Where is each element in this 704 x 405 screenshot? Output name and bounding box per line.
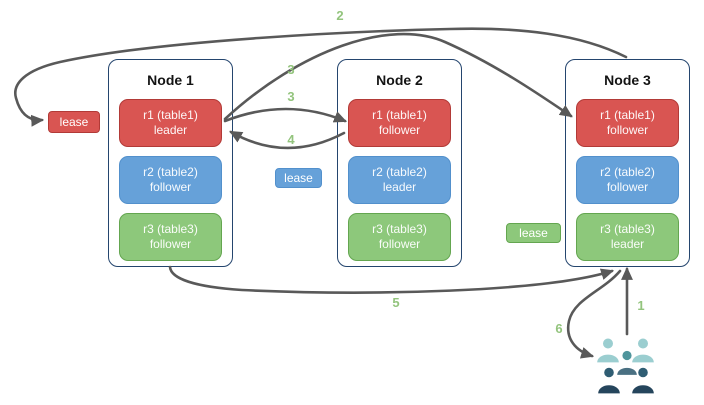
- node2-replica-r3-follower: r3 (table3) follower: [348, 213, 451, 261]
- node2-replica-r1-follower: r1 (table1) follower: [348, 99, 451, 147]
- replica-label: r1 (table1): [600, 108, 655, 122]
- user-body: [630, 353, 656, 364]
- node1-replica-r2-follower: r2 (table2) follower: [119, 156, 222, 204]
- lease-badge-r1: lease: [48, 111, 100, 133]
- node3-replica-r2-follower: r2 (table2) follower: [576, 156, 679, 204]
- node-1-card: Node 1 r1 (table1) leader r2 (table2) fo…: [108, 59, 233, 267]
- step-label-1: 1: [637, 298, 645, 313]
- replica-role: leader: [610, 237, 645, 251]
- node1-replica-r3-follower: r3 (table3) follower: [119, 213, 222, 261]
- user-body: [615, 366, 639, 377]
- user-head: [636, 337, 650, 350]
- step-label-5: 5: [392, 295, 400, 310]
- step-label-2: 2: [336, 8, 344, 23]
- user-body: [596, 384, 622, 395]
- replica-role: leader: [382, 180, 417, 194]
- user-body: [595, 353, 621, 364]
- step-label-4: 4: [287, 132, 295, 147]
- replica-label: r1 (table1): [143, 108, 198, 122]
- lease-badge-r2: lease: [275, 168, 322, 188]
- user-head: [602, 366, 615, 379]
- replica-label: r3 (table3): [143, 222, 198, 236]
- arrow-step-6-node3-to-client: [566, 269, 622, 359]
- replica-role: follower: [606, 123, 649, 137]
- node2-replica-r2-leader: r2 (table2) leader: [348, 156, 451, 204]
- lease-badge-r3: lease: [506, 223, 561, 243]
- replica-label: r1 (table1): [372, 108, 427, 122]
- node-3-title: Node 3: [604, 72, 651, 88]
- arrow-step-3-leader-to-node2: [223, 107, 348, 123]
- node3-replica-r3-leader: r3 (table3) leader: [576, 213, 679, 261]
- replica-role: follower: [149, 237, 192, 251]
- user-head: [621, 349, 633, 362]
- arrow-step-5-node1-to-node3: [168, 265, 615, 294]
- node-2-title: Node 2: [376, 72, 423, 88]
- user-body: [630, 384, 656, 395]
- replica-label: r2 (table2): [143, 165, 198, 179]
- step-label-6: 6: [555, 321, 563, 336]
- replica-role: follower: [149, 180, 192, 194]
- arrow-step-2-node3-to-lease: [14, 27, 628, 127]
- user-head: [636, 366, 649, 379]
- replica-label: r3 (table3): [600, 222, 655, 236]
- replica-label: r3 (table3): [372, 222, 427, 236]
- step-label-3b: 3: [287, 89, 295, 104]
- node1-replica-r1-leader: r1 (table1) leader: [119, 99, 222, 147]
- user-head: [601, 337, 615, 350]
- node-2-card: Node 2 r1 (table1) follower r2 (table2) …: [337, 59, 462, 267]
- replica-role: follower: [378, 237, 421, 251]
- node-3-card: Node 3 r1 (table1) follower r2 (table2) …: [565, 59, 690, 267]
- node3-replica-r1-follower: r1 (table1) follower: [576, 99, 679, 147]
- step-label-3a: 3: [287, 62, 295, 77]
- replica-role: follower: [378, 123, 421, 137]
- replica-role: follower: [606, 180, 649, 194]
- replica-label: r2 (table2): [600, 165, 655, 179]
- node-1-title: Node 1: [147, 72, 194, 88]
- replica-role: leader: [153, 123, 188, 137]
- users-group-icon: [595, 337, 656, 395]
- replica-label: r2 (table2): [372, 165, 427, 179]
